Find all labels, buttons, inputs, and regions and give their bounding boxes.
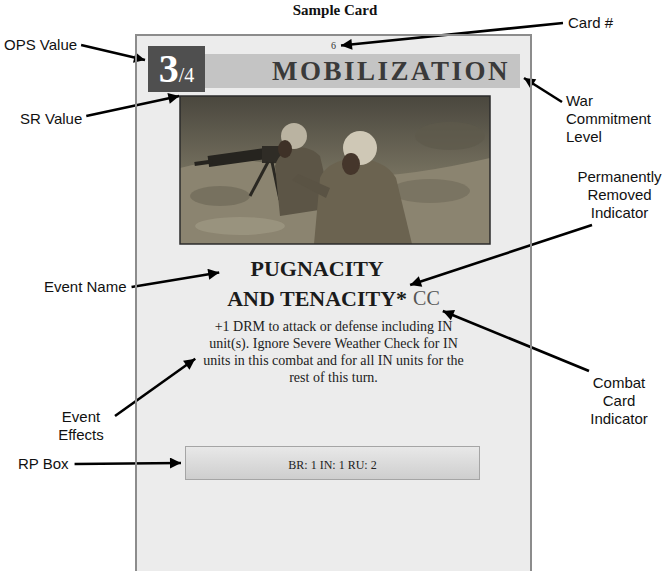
soldier-face	[278, 140, 292, 158]
leader-arrow	[443, 311, 589, 371]
machine-gun	[194, 146, 284, 200]
card-number-holder: 6	[331, 38, 336, 52]
tripod-leg	[250, 162, 268, 196]
leader-arrow	[75, 463, 181, 464]
photo-dirt	[190, 186, 250, 206]
callout-label: Card #	[568, 14, 613, 32]
photo-ground	[180, 96, 490, 244]
leader-arrow	[132, 273, 220, 288]
soldier-body	[314, 159, 412, 245]
leader-arrow	[524, 78, 562, 102]
callout-label: SR Value	[20, 110, 82, 128]
card-number: 6	[331, 40, 336, 51]
event-effects: +1 DRM to attack or defense including IN…	[203, 318, 465, 386]
callout-holder: Combat Card Indicator	[583, 374, 655, 428]
leader-arrow	[115, 359, 195, 416]
rp-values: BR: 1 IN: 1 RU: 2	[288, 458, 376, 472]
combat-card-indicator: CC	[413, 287, 440, 309]
leader-arrow	[86, 96, 179, 116]
game-card: 6PUGNACITY AND TENACITY* CC +1 DRM to atta…	[135, 34, 532, 571]
soldier-arm	[292, 174, 330, 198]
photo-dirt	[195, 217, 285, 235]
callout-label: War Commitment Level	[566, 92, 661, 146]
ops-value: 3	[159, 46, 179, 91]
callout-label: OPS Value	[4, 36, 77, 54]
leader-arrow	[410, 225, 592, 285]
callout-holder: SR Value	[20, 110, 82, 128]
combat-card-indicator-holder: CC	[413, 286, 440, 312]
gun-muzzle	[194, 159, 212, 165]
callout-holder: Permanently Removed Indicator	[572, 168, 667, 222]
sr-value: /4	[179, 64, 195, 86]
photo-dirt	[415, 122, 485, 150]
photo-dirt	[390, 179, 470, 203]
event-name-holder: PUGNACITY AND TENACITY*	[227, 255, 407, 315]
war-commitment-band: MOBILIZATION	[205, 54, 520, 88]
callout-label: Combat Card Indicator	[583, 374, 655, 428]
callout-holder: Event Name	[44, 278, 127, 296]
ops-sr-box: 3/4	[148, 46, 205, 92]
callout-label: Event Name	[44, 278, 127, 296]
callout-label: Event Effects	[50, 408, 112, 444]
soldier-face	[342, 153, 360, 175]
callout-holder: OPS Value	[4, 36, 77, 54]
callout-holder: War Commitment Level	[566, 92, 661, 146]
rp-box: BR: 1 IN: 1 RU: 2	[185, 446, 480, 480]
event-effects-holder: +1 DRM to attack or defense including IN…	[203, 318, 465, 386]
gun-jacket	[208, 148, 267, 167]
callout-label: Permanently Removed Indicator	[572, 168, 667, 222]
card-ground	[135, 34, 532, 571]
photo-mound	[180, 158, 490, 244]
photo-frame	[180, 96, 490, 244]
war-commitment-level: MOBILIZATION	[272, 56, 510, 86]
callout-holder: Card #	[568, 14, 613, 32]
event-photo	[180, 96, 490, 244]
soldier-loader	[292, 131, 412, 244]
callout-label: RP Box	[18, 455, 69, 473]
callout-holder: Event Effects	[50, 408, 112, 444]
callout-holder: RP Box	[18, 455, 69, 473]
event-name: PUGNACITY AND TENACITY*	[227, 256, 407, 311]
